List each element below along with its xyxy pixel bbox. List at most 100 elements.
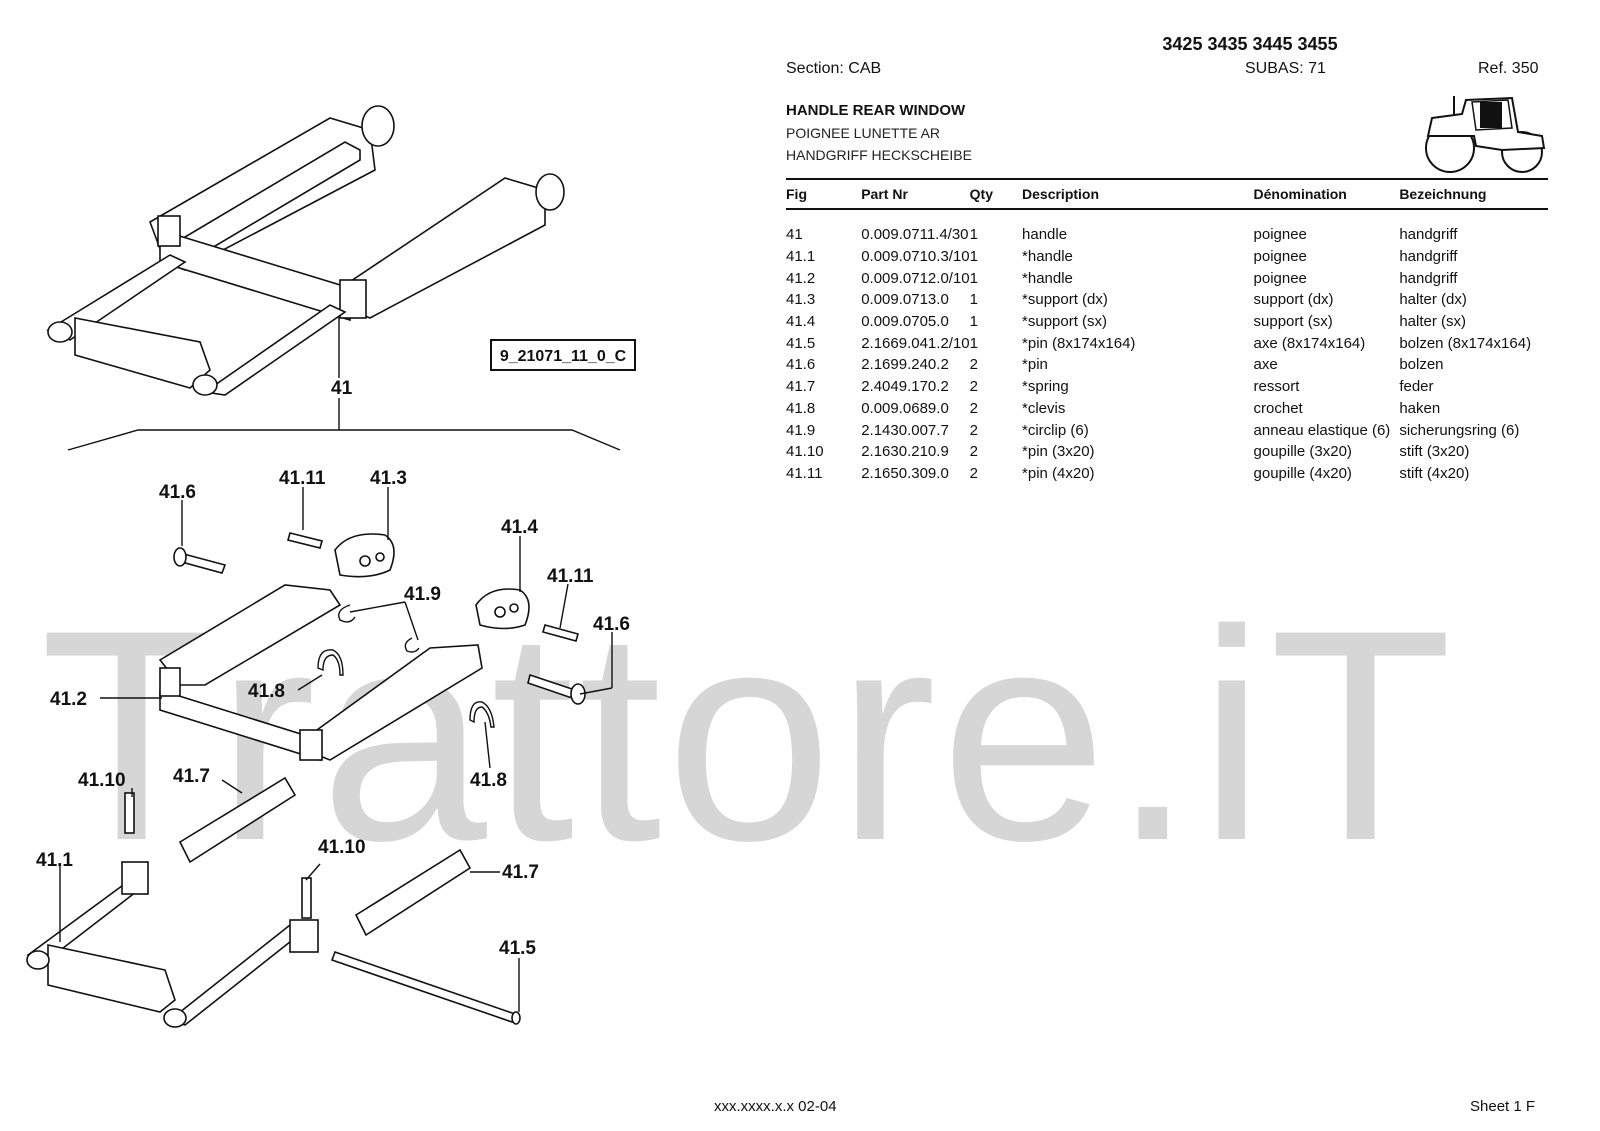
ref-code-box: [490, 339, 636, 371]
title-french: POIGNEE LUNETTE AR: [786, 125, 941, 141]
cell-part-nr: 2.1430.007.7: [861, 421, 949, 439]
cell-bezeichnung: bolzen (8x174x164): [1399, 334, 1532, 352]
cell-description: *pin: [1022, 356, 1048, 374]
label-41-2: 41.2: [50, 689, 87, 710]
label-41-6-right: 41.6: [593, 614, 630, 635]
column-header-qty: Qty: [969, 178, 1023, 210]
column-header-bezeichnung: Bezeichnung: [1399, 178, 1548, 210]
ref-label: Ref. 350: [1478, 60, 1539, 77]
cell-fig: 41.1: [786, 248, 816, 266]
cell-denomination: crochet: [1253, 399, 1303, 417]
ref-code: 9_21071_11_0_C: [500, 348, 627, 365]
label-41-9: 41.9: [404, 584, 441, 605]
cell-part-nr: 0.009.0712.0/10: [861, 269, 970, 287]
title-german: HANDGRIFF HECKSCHEIBE: [786, 147, 972, 163]
table-row: 41.4 0.009.0705.0 1 *support (sx) support (s…: [786, 311, 1548, 333]
subas-label: SUBAS: 71: [1245, 60, 1326, 77]
cell-part-nr: 2.4049.170.2: [861, 378, 949, 396]
cell-qty: 1: [969, 334, 978, 352]
cell-qty: 2: [969, 356, 978, 374]
column-header-fig: Fig: [786, 178, 862, 210]
cell-qty: 2: [969, 399, 978, 417]
cell-description: *pin (3x20): [1022, 443, 1095, 461]
page-title: HANDLE REAR WINDOW: [786, 102, 966, 119]
label-41: 41: [331, 378, 353, 399]
cell-qty: 1: [969, 226, 978, 244]
cell-denomination: poignee: [1253, 269, 1307, 287]
cell-qty: 1: [969, 313, 978, 331]
column-header-denomination: Dénomination: [1253, 178, 1400, 210]
cell-denomination: poignee: [1253, 226, 1307, 244]
cell-qty: 2: [969, 378, 978, 396]
cell-denomination: axe (8x174x164): [1253, 334, 1366, 352]
cell-bezeichnung: bolzen: [1399, 356, 1444, 374]
cell-description: *pin (8x174x164): [1022, 334, 1136, 352]
cell-fig: 41.3: [786, 291, 816, 309]
cell-part-nr: 0.009.0710.3/10: [861, 248, 970, 266]
cell-denomination: support (sx): [1253, 313, 1333, 331]
exploded-view-diagram: 9_21071_11_0_C 41: [26, 105, 636, 1028]
cell-description: *support (dx): [1022, 291, 1108, 309]
cell-bezeichnung: stift (4x20): [1399, 464, 1470, 482]
label-41-5: 41.5: [499, 938, 536, 959]
cell-bezeichnung: sicherungsring (6): [1399, 421, 1520, 439]
table-header-row: Fig Part Nr Qty Description Dénomination…: [786, 178, 1548, 210]
cell-description: *pin (4x20): [1022, 464, 1095, 482]
cell-denomination: goupille (3x20): [1253, 443, 1352, 461]
cell-bezeichnung: handgriff: [1399, 269, 1458, 287]
label-41-8-left: 41.8: [248, 681, 285, 702]
cell-description: *clevis: [1022, 399, 1066, 417]
cell-part-nr: 2.1650.309.0: [861, 464, 949, 482]
label-41-4: 41.4: [501, 517, 538, 538]
cell-qty: 1: [969, 291, 978, 309]
footer-code: xxx.xxxx.x.x 02-04: [714, 1098, 837, 1115]
cell-bezeichnung: halter (dx): [1399, 291, 1467, 309]
cell-fig: 41.5: [786, 334, 816, 352]
cell-qty: 1: [969, 269, 978, 287]
cell-fig: 41.11: [786, 464, 823, 482]
cell-description: *circlip (6): [1022, 421, 1089, 439]
label-41-10-mid: 41.10: [318, 837, 366, 858]
cell-fig: 41.4: [786, 313, 816, 331]
cell-fig: 41.7: [786, 378, 816, 396]
cell-qty: 2: [969, 421, 978, 439]
cell-bezeichnung: feder: [1399, 378, 1434, 396]
column-header-part-nr: Part Nr: [861, 178, 970, 210]
parts-table: Fig Part Nr Qty Description Dénomination…: [786, 178, 1548, 484]
cell-part-nr: 2.1630.210.9: [861, 443, 949, 461]
label-41-3: 41.3: [370, 468, 407, 489]
cell-denomination: axe: [1253, 356, 1278, 374]
label-41-7-right: 41.7: [502, 862, 539, 883]
cell-part-nr: 2.1699.240.2: [861, 356, 949, 374]
cell-description: handle: [1022, 226, 1068, 244]
label-41-8-right: 41.8: [470, 770, 507, 791]
cell-qty: 1: [969, 248, 978, 266]
cell-part-nr: 0.009.0713.0: [861, 291, 949, 309]
cell-denomination: anneau elastique (6): [1253, 421, 1391, 439]
cell-description: *handle: [1022, 269, 1073, 287]
cell-part-nr: 0.009.0711.4/30: [861, 226, 969, 244]
cell-bezeichnung: halter (sx): [1399, 313, 1466, 331]
cell-fig: 41.10: [786, 443, 824, 461]
cell-description: *support (sx): [1022, 313, 1108, 331]
cell-part-nr: 2.1669.041.2/10: [861, 334, 970, 352]
section-label: Section: CAB: [786, 60, 882, 77]
cell-part-nr: 0.009.0689.0: [861, 399, 949, 417]
assembled-handle-drawing: [46, 105, 565, 396]
label-41-1: 41.1: [36, 850, 73, 871]
cell-qty: 2: [969, 464, 978, 482]
leader-lines: [59, 487, 613, 1012]
cell-part-nr: 0.009.0705.0: [861, 313, 949, 331]
cell-bezeichnung: stift (3x20): [1399, 443, 1470, 461]
exploded-parts-drawing: [26, 532, 586, 1028]
label-41-10-left: 41.10: [78, 770, 126, 791]
